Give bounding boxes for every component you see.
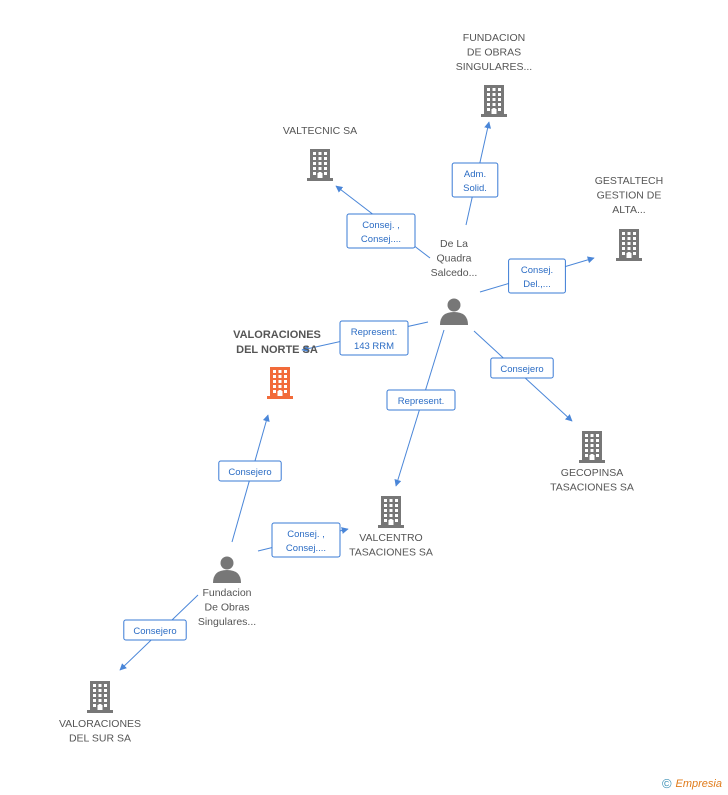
edge-label-text: 143 RRM <box>354 341 394 352</box>
edge-label[interactable]: Consejero <box>218 460 282 482</box>
node-label: SINGULARES... <box>456 61 532 73</box>
building-icon[interactable] <box>616 229 642 261</box>
node-label: GECOPINSA <box>561 467 623 479</box>
edge-label-box <box>490 357 554 379</box>
node-label: FUNDACION <box>463 32 525 44</box>
edge-label-box <box>451 162 499 198</box>
edge-label-text: Consejero <box>133 626 176 637</box>
building-icon[interactable] <box>378 496 404 528</box>
node-label: TASACIONES SA <box>550 482 634 494</box>
building-icon[interactable] <box>307 149 333 181</box>
brand-name[interactable]: Empresia <box>675 777 722 790</box>
graph-node[interactable]: Fundacion De ObrasSingulares... <box>198 556 256 629</box>
graph-node[interactable]: VALCENTRO TASACIONES SA <box>349 496 433 559</box>
node-label: GESTALTECH <box>595 175 663 187</box>
edge-label[interactable]: Consej. Del.,... <box>508 258 566 294</box>
edge-label-text: Represent. <box>398 396 444 407</box>
edge-label-text: Del.,... <box>523 279 550 290</box>
edge-label[interactable]: Consej. , Consej.... <box>346 213 416 249</box>
edge-label-text: Adm. <box>464 169 486 180</box>
edge-label-box <box>339 320 409 356</box>
nodes-layer: VALTECNIC SA FUNDACION DE OBRAS SINGULARES.… <box>59 32 663 745</box>
edge-label-box <box>218 460 282 482</box>
building-icon[interactable] <box>481 85 507 117</box>
footer-brand: © Empresia <box>662 776 722 791</box>
node-label: DE OBRAS <box>467 47 521 59</box>
node-label: ALTA... <box>612 204 645 216</box>
graph-node[interactable]: GESTALTECH GESTION DE ALTA... <box>595 175 663 261</box>
node-label: Quadra <box>436 253 471 265</box>
edge-labels-layer: Adm. Solid. Consej. , Consej.... Consej. Del.… <box>123 162 566 641</box>
node-label: VALORACIONES <box>233 329 321 341</box>
edge-label-box <box>346 213 416 249</box>
edge-label-text: Consej. , <box>362 220 400 231</box>
edge-label-text: Represent. <box>351 327 397 338</box>
node-label: VALTECNIC SA <box>283 125 357 137</box>
edge-label-box <box>508 258 566 294</box>
edge-label[interactable]: Consejero <box>490 357 554 379</box>
node-label: GESTION DE <box>597 190 662 202</box>
edge-label-text: Consej.... <box>361 234 401 245</box>
node-label: VALORACIONES <box>59 718 141 730</box>
node-label: VALCENTRO <box>359 532 422 544</box>
graph-node[interactable]: GECOPINSA TASACIONES SA <box>550 431 634 494</box>
graph-node[interactable]: De La QuadraSalcedo... <box>431 238 478 325</box>
edge-label-box <box>386 389 456 411</box>
building-icon[interactable] <box>579 431 605 463</box>
edge-label[interactable]: Adm. Solid. <box>451 162 499 198</box>
node-label: DEL NORTE SA <box>236 344 318 356</box>
edge-label-box <box>271 522 341 558</box>
graph-node[interactable]: VALORACIONES DEL NORTE SA <box>233 329 321 399</box>
edge-label[interactable]: Represent. <box>386 389 456 411</box>
edge-label[interactable]: Consej. , Consej.... <box>271 522 341 558</box>
node-label: Fundacion <box>202 587 251 599</box>
edge-label-text: Consej. <box>521 265 553 276</box>
edge-label-text: Consejero <box>500 364 543 375</box>
graph-node[interactable]: VALTECNIC SA <box>283 125 357 181</box>
edge-label-text: Consejero <box>228 467 271 478</box>
edge-label-text: Solid. <box>463 183 487 194</box>
edge-label[interactable]: Consejero <box>123 619 187 641</box>
copyright-icon: © <box>661 776 672 791</box>
graph-node[interactable]: FUNDACION DE OBRAS SINGULARES... <box>456 32 532 117</box>
graph-node[interactable]: VALORACIONES DEL SUR SA <box>59 681 141 745</box>
node-label: DEL SUR SA <box>69 733 131 745</box>
node-label: De La <box>440 238 468 250</box>
node-label: Salcedo... <box>431 267 478 279</box>
node-label: TASACIONES SA <box>349 547 433 559</box>
edge-label-text: Consej.... <box>286 543 326 554</box>
person-icon[interactable] <box>213 556 241 584</box>
node-label: Singulares... <box>198 616 256 628</box>
building-icon[interactable] <box>87 681 113 713</box>
edges-layer <box>119 121 595 671</box>
edge-label-box <box>123 619 187 641</box>
edge-label[interactable]: Represent. 143 RRM <box>339 320 409 356</box>
edge-label-text: Consej. , <box>287 529 325 540</box>
person-icon[interactable] <box>440 298 468 326</box>
node-label: De Obras <box>205 602 250 614</box>
building-icon[interactable] <box>267 367 293 399</box>
